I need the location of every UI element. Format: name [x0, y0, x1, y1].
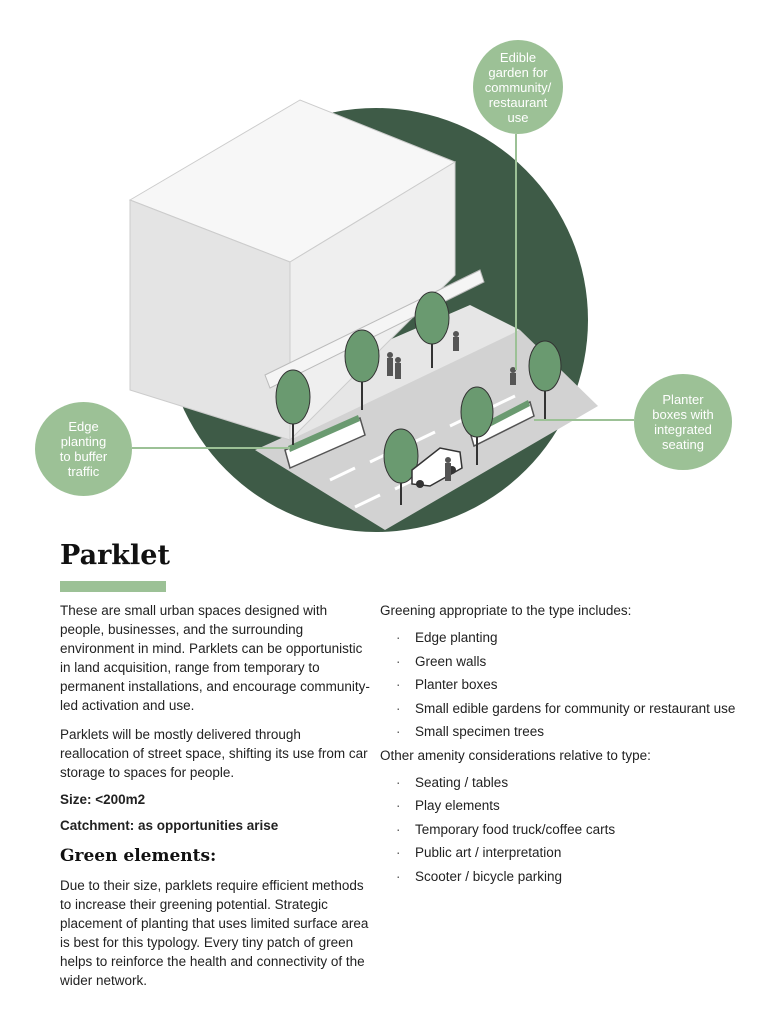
- page-title: Parklet: [60, 540, 170, 571]
- catchment-label: Catchment: as opportunities arise: [60, 818, 279, 833]
- edge-planter-greenery: [288, 415, 360, 452]
- list-item: Small specimen trees: [396, 722, 740, 741]
- callout-edge-planting: Edge planting to buffer traffic: [35, 402, 132, 496]
- amenity-list-heading: Other amenity considerations relative to…: [380, 747, 651, 763]
- size-label: Size: <200m2: [60, 792, 146, 807]
- title-underline-bar: [60, 581, 166, 592]
- list-item: Green walls: [396, 652, 740, 671]
- callout-planter-boxes: Planter boxes with integrated seating: [634, 374, 732, 470]
- list-item: Scooter / bicycle parking: [396, 867, 740, 886]
- green-elements-heading: Green elements:: [60, 846, 217, 866]
- left-column: These are small urban spaces designed wi…: [60, 601, 370, 1000]
- people: [387, 331, 516, 481]
- amenity-list: Seating / tables Play elements Temporary…: [380, 773, 740, 886]
- list-item: Planter boxes: [396, 675, 740, 694]
- trees: [275, 291, 562, 505]
- intro-paragraph-2: Parklets will be mostly delivered throug…: [60, 727, 368, 780]
- list-item: Edge planting: [396, 628, 740, 647]
- list-item: Seating / tables: [396, 773, 740, 792]
- list-item: Small edible gardens for community or re…: [396, 699, 740, 718]
- right-column: Greening appropriate to the type include…: [380, 601, 740, 890]
- callout-leaders: [132, 134, 634, 449]
- callout-edible-garden: Edible garden for community/ restaurant …: [473, 40, 563, 134]
- greening-list: Edge planting Green walls Planter boxes …: [380, 628, 740, 741]
- list-item: Temporary food truck/coffee carts: [396, 820, 740, 839]
- green-elements-text: Due to their size, parklets require effi…: [60, 878, 369, 988]
- list-item: Public art / interpretation: [396, 843, 740, 862]
- greening-list-heading: Greening appropriate to the type include…: [380, 603, 632, 618]
- parklet-illustration: [128, 99, 634, 532]
- list-item: Play elements: [396, 796, 740, 815]
- intro-paragraph-1: These are small urban spaces designed wi…: [60, 603, 370, 713]
